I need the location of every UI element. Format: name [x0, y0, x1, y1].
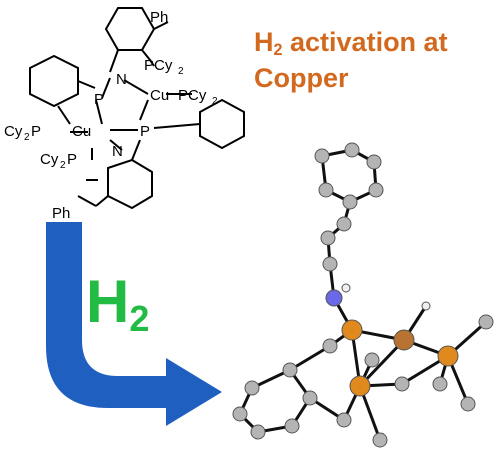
- carbon-atom: [460, 396, 476, 412]
- carbon-atom: [336, 216, 352, 232]
- benzene-ring-right: [199, 98, 245, 150]
- carbon-atom: [342, 194, 358, 210]
- ball-and-stick-model: [232, 142, 494, 448]
- phosphorus-atom: [349, 375, 371, 397]
- carbon-atom: [344, 142, 360, 158]
- label-p-bottom: P: [67, 151, 77, 168]
- hydrogen-atom: [341, 283, 351, 293]
- label-cy-left: Cy: [4, 123, 23, 140]
- carbon-atom: [244, 380, 260, 396]
- carbon-atom: [250, 424, 266, 440]
- carbon-atom: [432, 376, 448, 392]
- label-p-right: P: [140, 123, 150, 140]
- carbon-atom: [322, 338, 338, 354]
- reagent-h: H: [86, 268, 130, 335]
- carbon-atom: [322, 256, 338, 272]
- reagent-h2-label: H2: [86, 272, 149, 349]
- carbon-atom: [364, 352, 380, 368]
- title-h: H: [254, 27, 274, 57]
- label-p-left2: P: [31, 123, 41, 140]
- carbon-atom: [318, 182, 334, 198]
- benzene-ring-left: [29, 54, 79, 108]
- label-sub-right: 2: [212, 96, 218, 107]
- nitrogen-atom: [325, 289, 343, 307]
- benzene-ring-bottom: [107, 158, 153, 210]
- title-activation-at: activation at: [282, 27, 448, 57]
- skeletal-structure: [29, 7, 245, 210]
- carbon-atom: [314, 148, 330, 164]
- carbon-atom: [336, 412, 352, 428]
- label-cu-right: Cu: [150, 87, 169, 104]
- label-ph-bottom: Ph: [52, 205, 70, 222]
- carbon-atom: [478, 314, 494, 330]
- label-sub-left: 2: [24, 132, 30, 143]
- label-sub-top: 2: [178, 66, 184, 77]
- benzene-ring-top: [104, 7, 156, 51]
- reaction-arrow: [46, 222, 222, 426]
- label-pcy-right: PCy: [178, 87, 207, 104]
- carbon-atom: [372, 432, 388, 448]
- hydrogen-atom: [421, 301, 431, 311]
- label-ph-top: Ph: [150, 9, 168, 26]
- copper-atom: [393, 329, 415, 351]
- reagent-subscript: 2: [129, 298, 150, 339]
- arrow-shaft: [46, 222, 222, 426]
- carbon-atom: [284, 418, 300, 434]
- carbon-atom: [368, 182, 384, 198]
- phosphorus-atom: [341, 319, 363, 341]
- carbon-atom: [320, 230, 336, 246]
- label-cy-bottom: Cy: [40, 151, 59, 168]
- label-p-left: P: [94, 91, 104, 108]
- label-n-top: N: [116, 71, 127, 88]
- structure-labels: Ph N PCy 2 P Cu PCy 2 Cy 2 P Cu P N Cy 2…: [4, 9, 218, 222]
- title-line-2: Copper: [254, 63, 349, 93]
- title-line-1: H2 activation at: [254, 26, 448, 66]
- carbon-atom: [232, 406, 248, 422]
- phosphorus-atom: [437, 345, 459, 367]
- carbon-atom: [394, 376, 410, 392]
- label-sub-bottom: 2: [60, 160, 66, 171]
- label-n-bottom: N: [112, 143, 123, 160]
- carbon-atom: [366, 154, 382, 170]
- carbon-atom: [282, 362, 298, 378]
- title-h-subscript: 2: [273, 41, 283, 60]
- carbon-atom: [302, 390, 318, 406]
- label-cu-left: Cu: [72, 123, 91, 140]
- label-pcy-top: PCy: [144, 57, 173, 74]
